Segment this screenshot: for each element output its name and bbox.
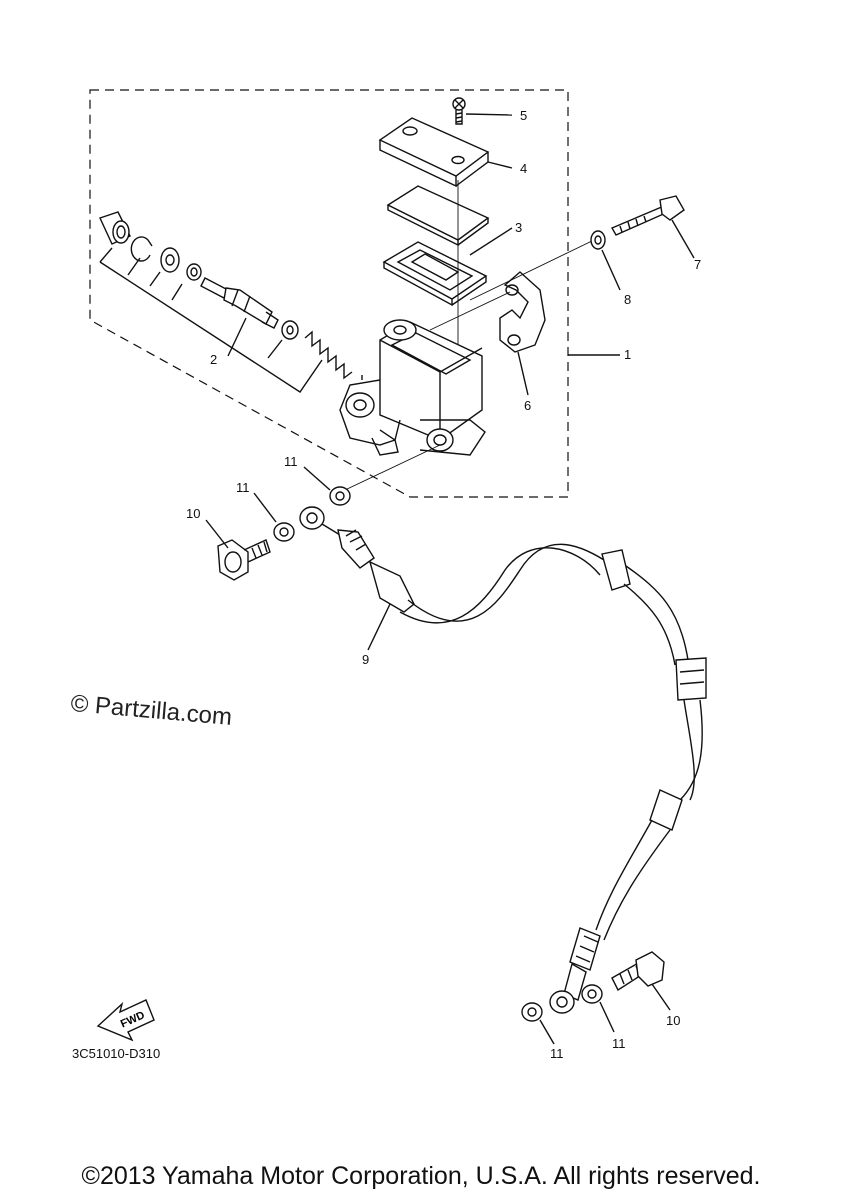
fwd-arrow-icon	[96, 999, 155, 1042]
leader-5	[465, 113, 513, 116]
leader-8	[601, 249, 621, 291]
leader-2	[227, 317, 247, 357]
callout-8: 8	[624, 292, 632, 307]
leader-9	[367, 603, 391, 651]
leader-11c	[539, 1019, 555, 1045]
circlip	[130, 236, 153, 262]
callout-2: 2	[210, 352, 218, 367]
callout-4: 4	[520, 161, 528, 176]
boot-cap	[99, 211, 131, 245]
washer-part-11-lower-left	[521, 1002, 543, 1022]
callout-11-upper: 11	[284, 454, 298, 469]
union-bolt-part-10-lower	[611, 951, 665, 992]
seal	[186, 263, 202, 281]
leader-10a	[205, 519, 229, 549]
callout-1: 1	[624, 347, 632, 362]
piston-part-2	[200, 277, 279, 329]
washer	[160, 247, 180, 273]
washer-part-11-lower-right	[581, 984, 603, 1004]
cup-seal	[281, 320, 299, 340]
callout-11-lower-right: 11	[612, 1036, 626, 1051]
callout-10-upper: 10	[186, 506, 201, 521]
callout-5: 5	[520, 108, 528, 123]
callout-9: 9	[362, 652, 370, 667]
leader-11b	[253, 492, 277, 523]
bolt-part-7	[611, 195, 685, 236]
part-code: 3C51010-D310	[72, 1046, 161, 1061]
callout-11-left: 11	[236, 480, 250, 495]
brake-hose-part-9	[299, 506, 707, 1014]
callout-6: 6	[524, 398, 532, 413]
master-cylinder-part-1	[339, 319, 486, 456]
assembly-boundary	[89, 89, 569, 498]
leader-6	[517, 351, 529, 396]
washer-part-8	[590, 230, 606, 250]
spring	[304, 330, 353, 380]
leader-7	[671, 219, 695, 259]
cover-part-4	[378, 117, 490, 188]
leader-10b	[651, 983, 671, 1011]
callout-10-lower: 10	[666, 1013, 681, 1028]
washer-part-11-left	[273, 522, 295, 542]
screw-part-5	[452, 97, 466, 125]
washer-part-11-upper	[329, 486, 351, 506]
diaphragm-part-3	[382, 241, 488, 307]
leader-4	[487, 161, 513, 169]
callout-7: 7	[694, 257, 702, 272]
callout-11-lower-left: 11	[550, 1046, 564, 1061]
union-bolt-part-10-upper	[217, 539, 271, 581]
callout-3: 3	[515, 220, 523, 235]
plate-diaphragm	[386, 185, 490, 247]
leader-11a	[303, 466, 331, 491]
leader-3	[469, 227, 513, 256]
holder-part-6	[499, 271, 546, 353]
copyright-notice: ©2013 Yamaha Motor Corporation, U.S.A. A…	[81, 1162, 761, 1190]
leader-11d	[599, 1001, 615, 1033]
